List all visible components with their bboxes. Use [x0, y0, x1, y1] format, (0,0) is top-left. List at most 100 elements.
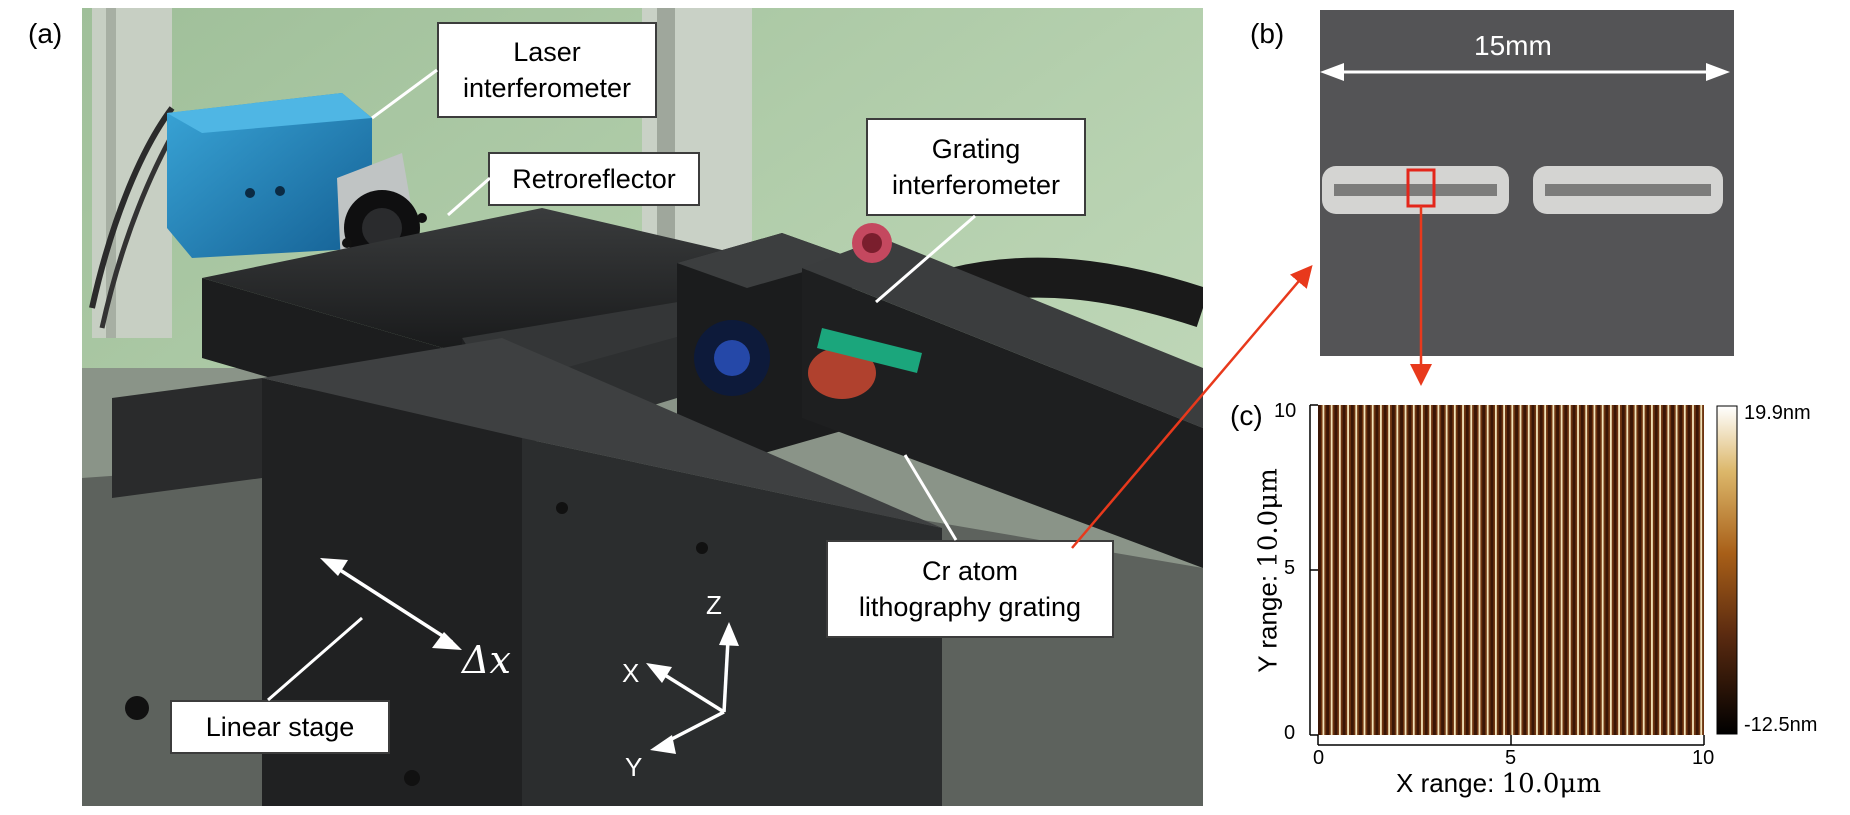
afm-stripe-crest [1568, 405, 1571, 735]
afm-stripe-trough [1687, 405, 1691, 735]
afm-stripe-crest [1593, 405, 1596, 735]
afm-stripe-trough [1654, 405, 1658, 735]
y-axis-title-label: Y range: [1252, 574, 1283, 673]
x-tick-0: 0 [1313, 747, 1325, 769]
afm-stripe-crest [1659, 405, 1662, 735]
afm-stripe-crest [1338, 405, 1341, 735]
afm-stripe-trough [1498, 405, 1502, 735]
afm-stripe-trough [1367, 405, 1371, 735]
afm-stripe-trough [1515, 405, 1518, 735]
afm-stripe-crest [1642, 405, 1645, 735]
colorbar-min-label: -12.5nm [1744, 714, 1818, 736]
afm-stripe-trough [1424, 405, 1428, 735]
delta-x-label: Δx [462, 638, 511, 682]
afm-stripe-crest [1478, 405, 1481, 735]
afm-stripe-crest [1388, 405, 1391, 735]
afm-stripe-trough [1547, 405, 1551, 735]
afm-stripe-crest [1330, 405, 1333, 735]
afm-stripe-crest [1618, 405, 1620, 735]
sem-image [1320, 10, 1734, 356]
callout-linear-stage: Linear stage [170, 700, 390, 754]
afm-stripe-crest [1380, 405, 1382, 735]
afm-stripe-trough [1695, 405, 1699, 735]
afm-colorbar [1716, 405, 1738, 735]
afm-stripe-crest [1421, 405, 1423, 735]
afm-stripe-crest [1683, 405, 1686, 735]
afm-stripe-trough [1638, 405, 1642, 735]
sem-scale-label: 15mm [1474, 30, 1552, 61]
afm-stripe-crest [1363, 405, 1366, 735]
afm-stripe-trough [1597, 405, 1601, 735]
afm-stripe-crest [1585, 405, 1588, 735]
afm-stripe-trough [1605, 405, 1609, 735]
afm-stripe-crest [1511, 405, 1514, 735]
afm-stripe-crest [1396, 405, 1399, 735]
afm-stripe-trough [1408, 405, 1412, 735]
afm-stripe-trough [1621, 405, 1625, 735]
afm-stripe-crest [1503, 405, 1506, 735]
afm-stripe-trough [1334, 405, 1338, 735]
afm-stripe-trough [1531, 405, 1535, 735]
x-axis-title-label: X range: [1396, 768, 1495, 798]
x-tick-5: 5 [1505, 747, 1517, 769]
afm-stripe-trough [1630, 405, 1633, 735]
afm-stripe-crest [1651, 405, 1653, 735]
afm-stripe-trough [1359, 405, 1362, 735]
afm-stripe-trough [1613, 405, 1617, 735]
afm-stripe-crest [1527, 405, 1530, 735]
afm-stripe-trough [1391, 405, 1395, 735]
axis-label-z: Z [706, 590, 722, 620]
afm-stripe-trough [1416, 405, 1420, 735]
afm-stripe-trough [1375, 405, 1379, 735]
afm-stripe-crest [1462, 405, 1464, 735]
afm-stripe-crest [1371, 405, 1374, 735]
afm-stripe-crest [1552, 405, 1555, 735]
afm-stripe-crest [1544, 405, 1547, 735]
afm-stripe-trough [1523, 405, 1527, 735]
afm-stripe-crest [1437, 405, 1440, 735]
y-axis-range-value: 10.0μm [1253, 468, 1284, 568]
afm-stripe-crest [1626, 405, 1629, 735]
afm-stripe-crest [1347, 405, 1349, 735]
afm-stripe-crest [1560, 405, 1563, 735]
axis-label-x: X [622, 658, 640, 688]
y-axis-title: Y range: 10.0μm [1253, 421, 1284, 721]
panel-label-a: (a) [28, 18, 63, 49]
afm-stripes [1318, 405, 1704, 735]
afm-stripe-trough [1556, 405, 1560, 735]
afm-stripe-trough [1474, 405, 1477, 735]
afm-stripe-crest [1412, 405, 1415, 735]
afm-stripe-trough [1342, 405, 1346, 735]
afm-stripe-crest [1355, 405, 1358, 735]
afm-stripe-crest [1675, 405, 1678, 735]
afm-stripe-crest [1692, 405, 1694, 735]
afm-stripe-crest [1404, 405, 1407, 735]
axis-label-y: Y [625, 752, 643, 782]
afm-stripe-crest [1601, 405, 1604, 735]
afm-stripe-trough [1449, 405, 1453, 735]
afm-stripe-trough [1564, 405, 1568, 735]
afm-stripe-trough [1662, 405, 1666, 735]
afm-stripe-trough [1506, 405, 1510, 735]
afm-stripe-crest [1667, 405, 1670, 735]
afm-stripe-trough [1646, 405, 1650, 735]
afm-stripe-crest [1486, 405, 1489, 735]
afm-stripe-trough [1457, 405, 1461, 735]
sem-image-illustration [1320, 10, 1734, 356]
y-tick-0: 0 [1284, 722, 1296, 744]
afm-stripe-crest [1536, 405, 1538, 735]
afm-stripe-trough [1580, 405, 1584, 735]
afm-stripe-crest [1609, 405, 1612, 735]
callout-laser-interferometer: Laser interferometer [437, 22, 657, 118]
callout-grating-interferometer: Grating interferometer [866, 118, 1086, 216]
colorbar-max-label: 19.9nm [1744, 402, 1811, 424]
afm-stripe-crest [1445, 405, 1448, 735]
x-axis-title: X range: 10.0μm [1396, 768, 1601, 799]
afm-stripe-crest [1577, 405, 1579, 735]
y-tick-5: 5 [1284, 557, 1296, 579]
afm-stripe-crest [1519, 405, 1522, 735]
afm-stripe-crest [1470, 405, 1473, 735]
afm-stripe-crest [1453, 405, 1456, 735]
afm-stripe-crest [1700, 405, 1703, 735]
callout-cr-atom-lithography-grating: Cr atom lithography grating [826, 540, 1114, 638]
